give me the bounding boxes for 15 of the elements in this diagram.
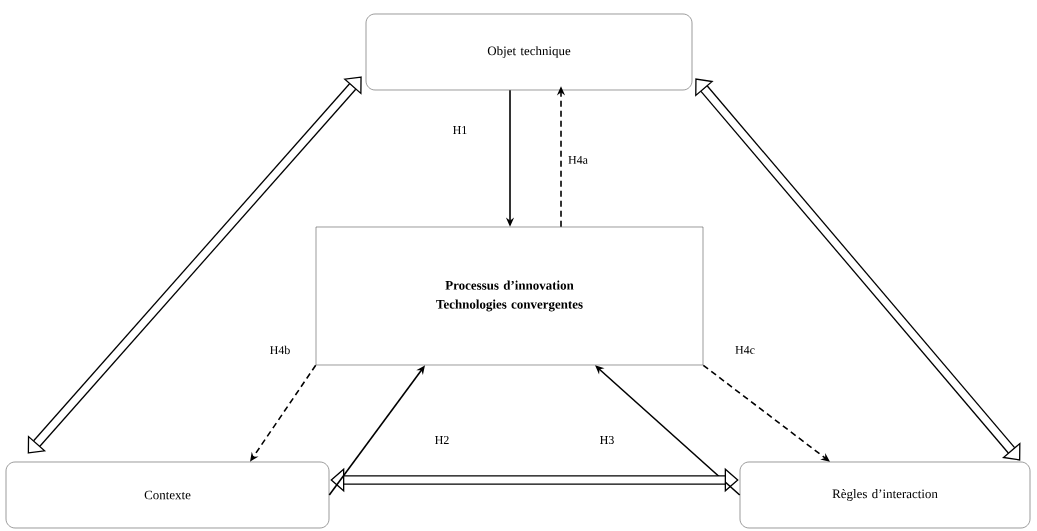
process-box: Processus d’innovation Technologies convergentes <box>315 226 704 366</box>
rounded-box: Règles d’interaction <box>739 461 1031 529</box>
edge-label: H3 <box>598 435 616 445</box>
edge-label: H4a <box>567 155 589 165</box>
rounded-box: Contexte <box>5 461 330 529</box>
double-arrow <box>695 78 1021 461</box>
double-arrow <box>330 467 739 493</box>
rounded-box: Objet technique <box>365 13 693 91</box>
edge-label: H4b <box>268 344 292 356</box>
arrow <box>595 365 741 496</box>
dashed-arrow <box>702 364 830 462</box>
edge-label: H4c <box>734 345 756 355</box>
edge-label: H1 <box>451 125 469 135</box>
edge-label: H2 <box>433 435 451 445</box>
double-arrow <box>27 76 362 454</box>
